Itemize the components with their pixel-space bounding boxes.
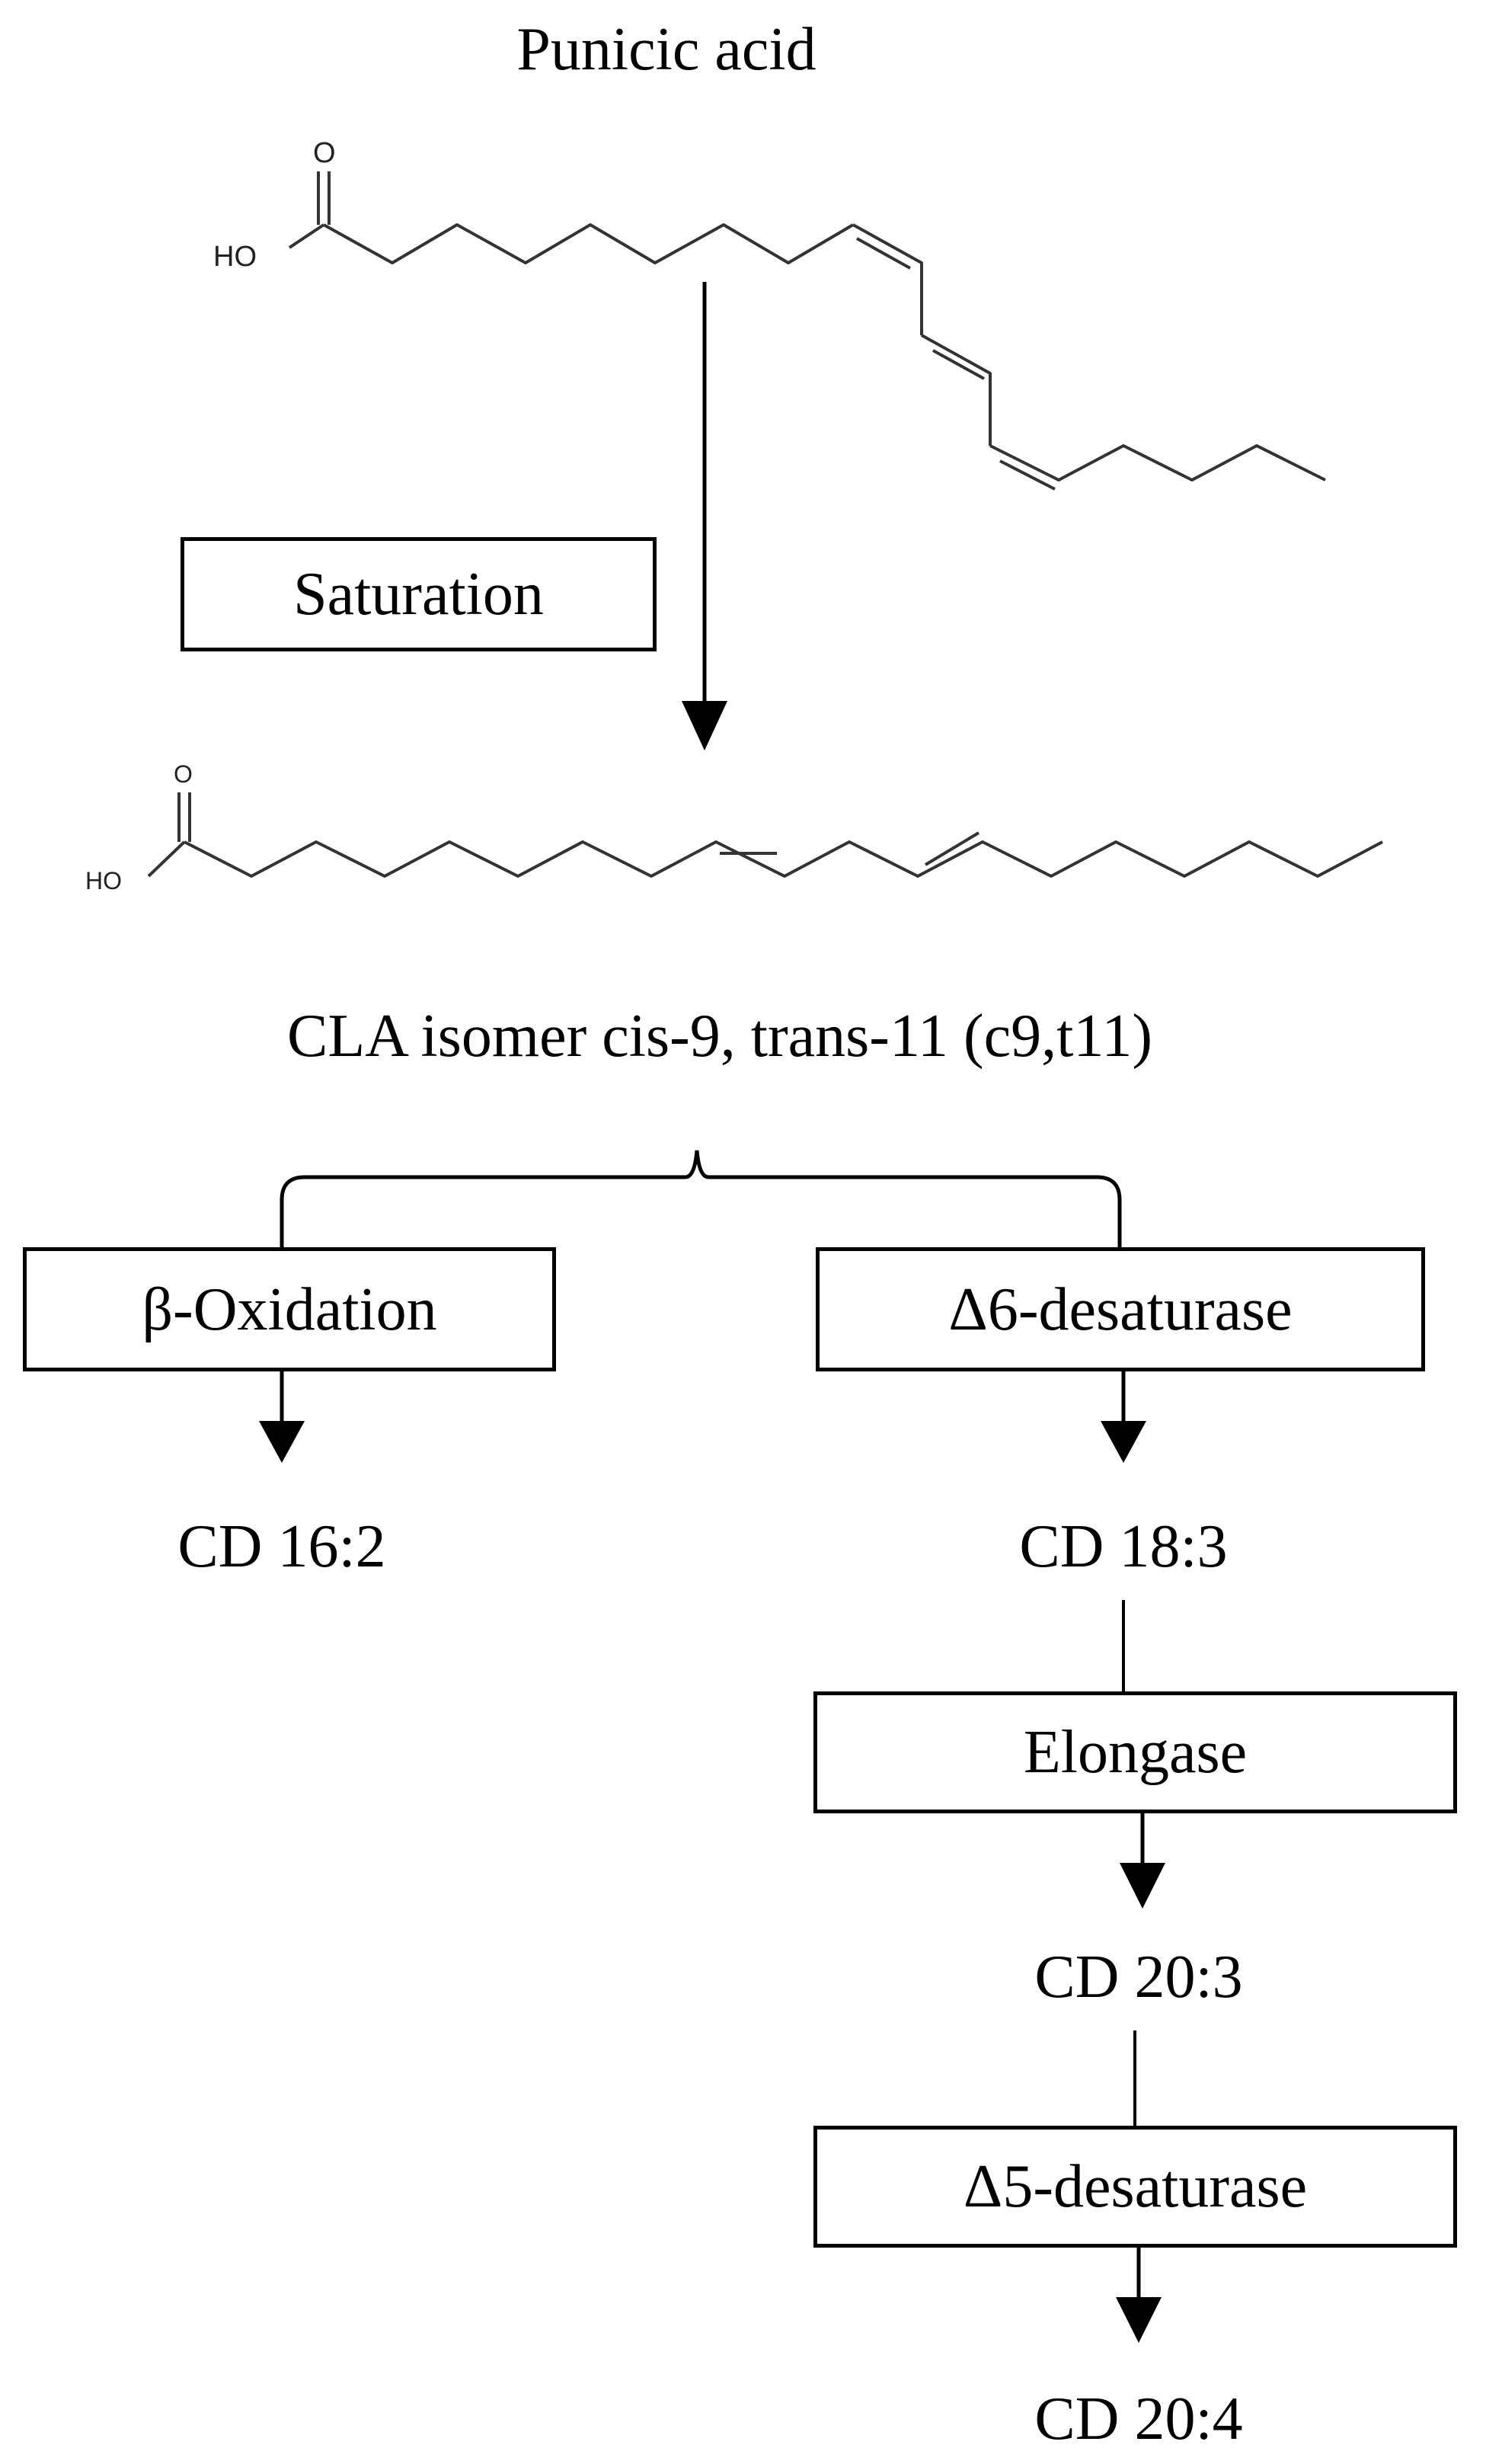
cla-carbonyl-oxygen: O: [174, 760, 193, 788]
beta-oxidation-arrow: [259, 1371, 305, 1463]
branch-bracket: [280, 1150, 1122, 1250]
cla-isomer-title: CLA isomer cis-9, trans-11 (c9,t11): [286, 1003, 1153, 1070]
beta-oxidation-box: β-Oxidation: [23, 1247, 556, 1371]
saturation-box: Saturation: [181, 537, 657, 651]
punicic-hydroxyl-label: HO: [213, 241, 257, 273]
product-cd-18-3: CD 18:3: [1019, 1513, 1228, 1580]
delta6-arrow: [1101, 1371, 1146, 1463]
elongase-box: Elongase: [813, 1691, 1457, 1813]
delta5-desaturase-box: Δ5-desaturase: [813, 2126, 1457, 2248]
punicic-carbonyl-oxygen: O: [313, 137, 336, 169]
punicic-acid-title: Punicic acid: [516, 16, 817, 83]
delta6-desaturase-box: Δ6-desaturase: [816, 1247, 1425, 1371]
product-cd-16-2: CD 16:2: [177, 1513, 386, 1580]
cla-hydroxyl-label: HO: [85, 867, 122, 894]
cla-structure: [147, 792, 1383, 878]
punicic-acid-structure: [288, 171, 1326, 491]
delta5-arrow: [1116, 2248, 1162, 2343]
product-cd-20-3: CD 20:3: [1034, 1944, 1243, 2011]
product-cd-20-4: CD 20:4: [1034, 2386, 1243, 2453]
saturation-arrow: [682, 282, 727, 750]
elongase-arrow: [1120, 1813, 1165, 1909]
